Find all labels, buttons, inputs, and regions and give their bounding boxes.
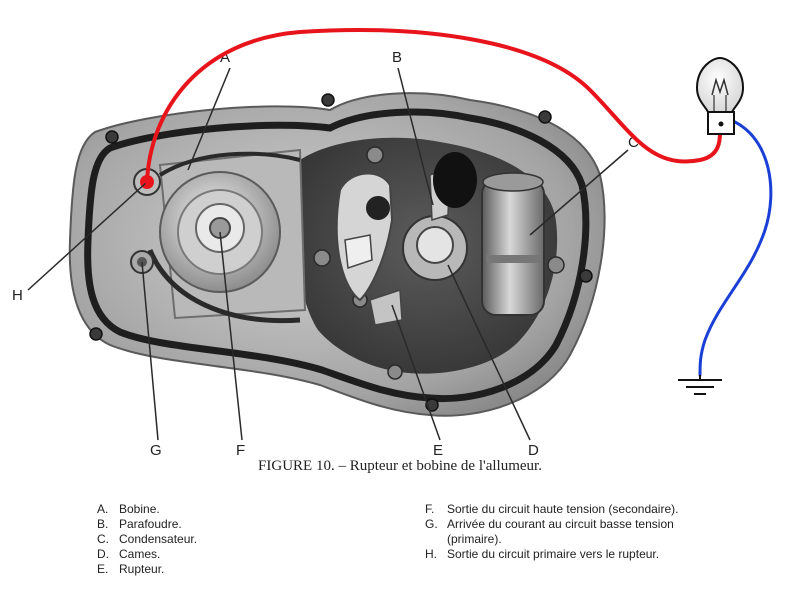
legend-key: A. — [97, 502, 109, 516]
legend-text: Parafoudre. — [119, 517, 182, 531]
legend-key: H. — [425, 547, 437, 561]
legend-item: C. Condensateur. — [97, 532, 397, 547]
legend-text: Sortie du circuit haute tension (seconda… — [447, 502, 679, 516]
callout-b: B — [392, 49, 402, 66]
legend-key: E. — [97, 562, 109, 576]
callout-g: G — [150, 442, 162, 459]
legend-text: Rupteur. — [119, 562, 165, 576]
legend-item: B. Parafoudre. — [97, 517, 397, 532]
distributor-diagram: A B C H G F E D — [12, 28, 773, 459]
legend-item: D. Cames. — [97, 547, 397, 562]
legend-key: D. — [97, 547, 109, 561]
callout-c: C — [628, 134, 639, 151]
legend-text: Condensateur. — [119, 532, 198, 546]
bulb-icon — [695, 56, 745, 135]
leader-lines — [27, 67, 629, 441]
ground-symbol-icon — [678, 375, 722, 395]
legend-text: Arrivée du courant au circuit basse tens… — [447, 517, 674, 546]
positive-wire — [145, 28, 722, 184]
callout-d: D — [528, 442, 539, 459]
callout-e: E — [433, 442, 443, 459]
legend-key: F. — [425, 502, 435, 516]
legend-key: G. — [425, 517, 438, 531]
legend-key: C. — [97, 532, 109, 546]
legend-item: G. Arrivée du courant au circuit basse te… — [425, 517, 725, 547]
legend-item: A. Bobine. — [97, 502, 397, 517]
callout-h: H — [12, 287, 23, 304]
figure-caption: FIGURE 10. – Rupteur et bobine de l'allu… — [258, 458, 542, 474]
ground-wire — [698, 120, 773, 377]
legend-key: B. — [97, 517, 109, 531]
legend-item: E. Rupteur. — [97, 562, 397, 577]
legend-text: Cames. — [119, 547, 161, 561]
legend-right: F. Sortie du circuit haute tension (secon… — [425, 502, 725, 562]
legend-item: F. Sortie du circuit haute tension (secon… — [425, 502, 725, 517]
rim-screws — [89, 93, 593, 412]
callout-a: A — [220, 49, 230, 66]
condenser — [481, 172, 545, 316]
breaker-assembly — [335, 152, 477, 326]
callout-f: F — [236, 442, 245, 459]
legend-item: H. Sortie du circuit primaire vers le rup… — [425, 547, 725, 562]
legend-text: Sortie du circuit primaire vers le rupte… — [447, 547, 660, 561]
legend-left: A.Bobine. B.Parafoudre. C.Condensateur. … — [97, 502, 397, 577]
legend-text: Bobine. — [119, 502, 160, 516]
